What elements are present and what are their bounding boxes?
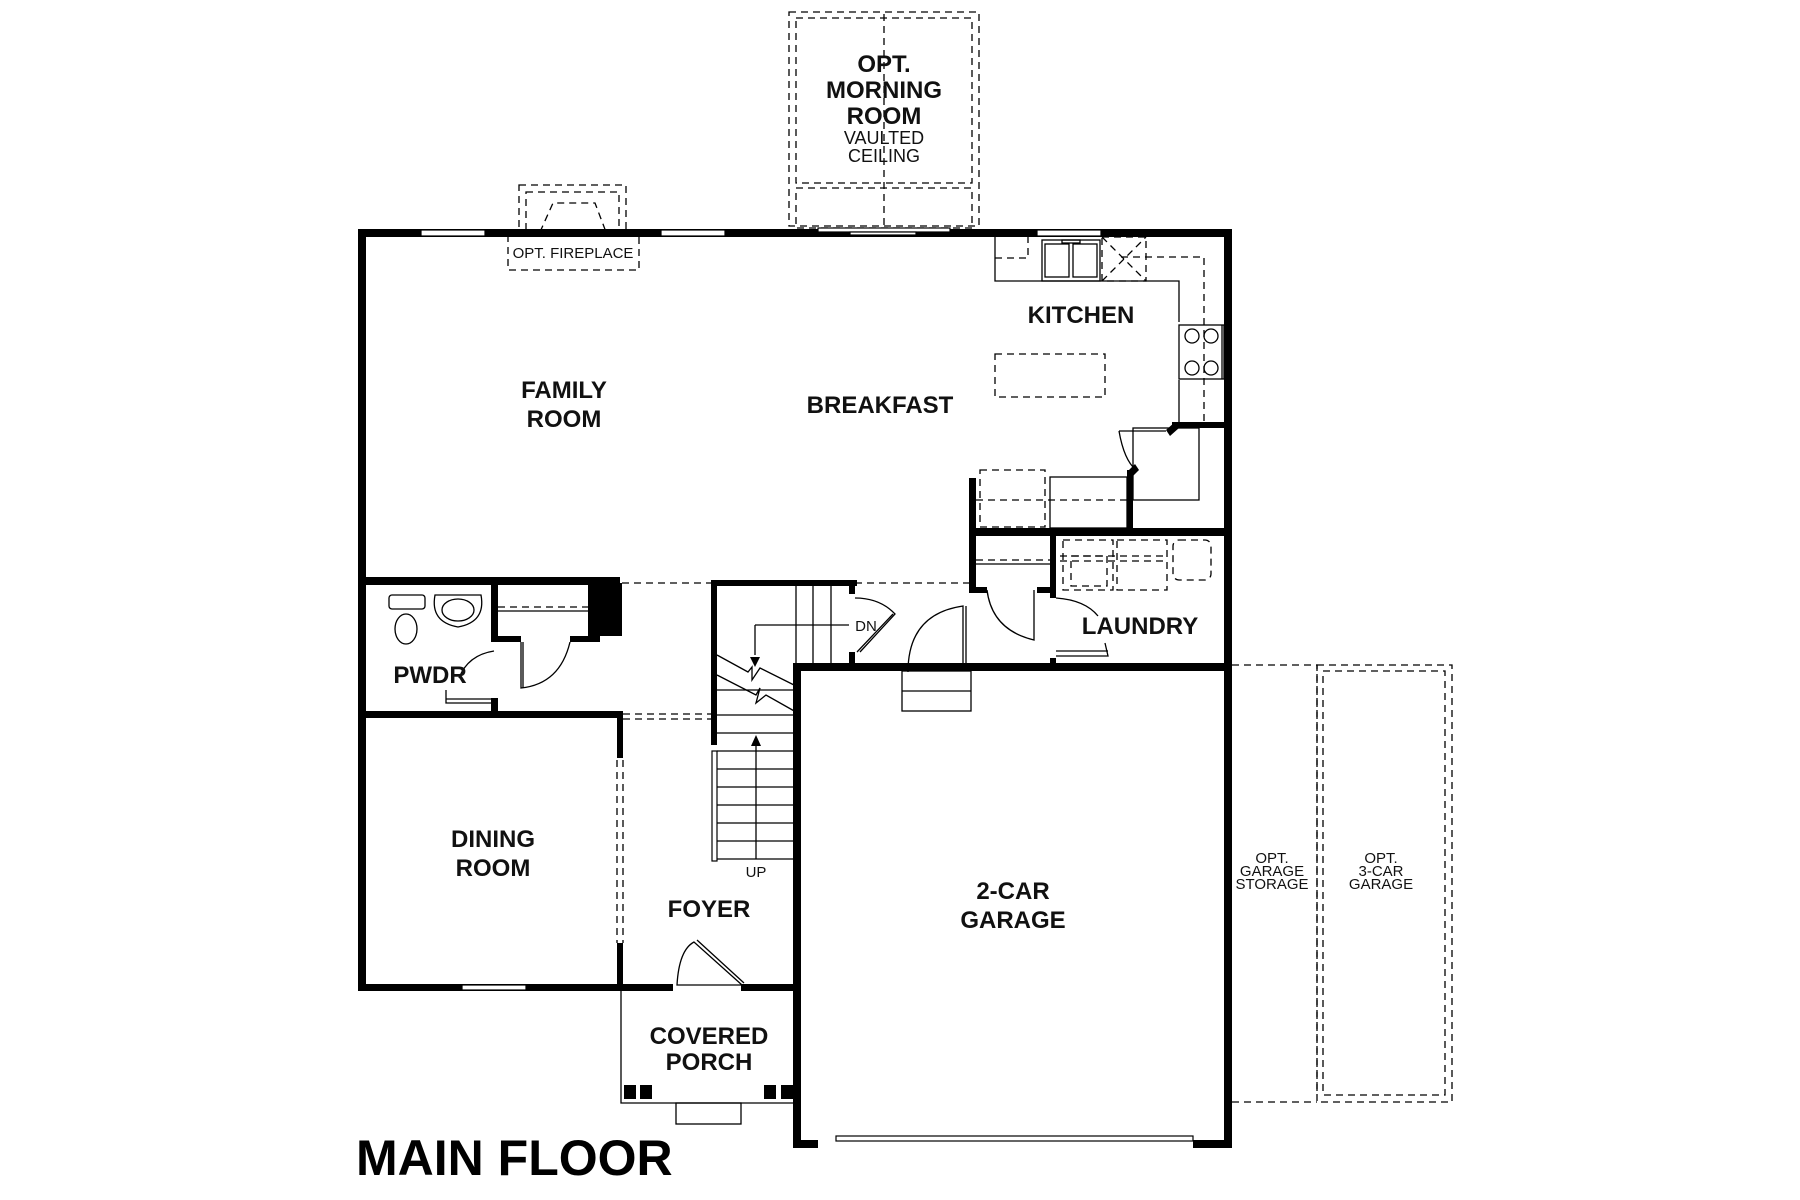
stairs-down-label: DN (855, 618, 877, 635)
openings (616, 582, 969, 943)
front-door[interactable] (676, 941, 744, 986)
family-room-label-1: FAMILY (521, 377, 607, 404)
laundry-label: LAUNDRY (1082, 613, 1198, 640)
garage-storage-label-2: GARAGE (1240, 863, 1304, 880)
garage-label-2: GARAGE (960, 907, 1065, 934)
covered-porch[interactable]: COVERED PORCH (620, 991, 796, 1125)
three-car-label-1: OPT. (1364, 850, 1397, 867)
garage-door[interactable] (835, 1135, 1194, 1142)
up-arrow-icon (751, 735, 761, 746)
morning-room-label-2: MORNING (826, 77, 942, 104)
breakfast-label: BREAKFAST (807, 392, 954, 419)
morning-room-label-1: OPT. (857, 51, 910, 78)
coat-closet[interactable] (498, 606, 588, 689)
plan-title: MAIN FLOOR (356, 1130, 673, 1186)
opt-morning-room[interactable]: OPT. MORNING ROOM VAULTED CEILING (788, 11, 980, 229)
powder-room[interactable]: PWDR (388, 594, 495, 704)
garage-storage-label-3: STORAGE (1235, 876, 1308, 893)
stairs-up-label: UP (746, 864, 767, 881)
family-room-label-2: ROOM (527, 406, 602, 433)
garage-storage-label-1: OPT. (1255, 850, 1288, 867)
mudroom-bench (976, 469, 1129, 641)
morning-room-note-2: CEILING (848, 146, 920, 166)
foyer[interactable]: FOYER (668, 896, 751, 986)
opt-fireplace[interactable]: OPT. FIREPLACE (507, 184, 640, 271)
morning-room-label-3: ROOM (847, 103, 922, 130)
opt-three-car-garage[interactable]: OPT. 3-CAR GARAGE (1316, 664, 1453, 1103)
three-car-label-3: GARAGE (1349, 876, 1413, 893)
opt-garage-storage[interactable]: OPT. GARAGE STORAGE (1232, 664, 1318, 1103)
walls (358, 229, 1232, 1148)
porch-label-1: COVERED (650, 1023, 769, 1050)
garage-label-1: 2-CAR (976, 878, 1049, 905)
morning-room-note-1: VAULTED (844, 128, 924, 148)
dining-room[interactable]: DINING ROOM (451, 826, 535, 882)
two-car-garage[interactable]: 2-CAR GARAGE (835, 878, 1194, 1142)
family-room[interactable]: FAMILY ROOM (521, 377, 607, 433)
laundry[interactable]: LAUNDRY (1055, 539, 1212, 657)
garage-entry-door[interactable] (901, 605, 972, 712)
porch-label-2: PORCH (666, 1049, 753, 1076)
breakfast-area[interactable]: BREAKFAST (807, 392, 954, 419)
windows (420, 227, 1102, 991)
foyer-label: FOYER (668, 896, 751, 923)
pwdr-label: PWDR (393, 662, 466, 689)
dining-room-label-2: ROOM (456, 855, 531, 882)
kitchen[interactable]: KITCHEN (994, 236, 1225, 501)
fireplace-label: OPT. FIREPLACE (513, 245, 634, 262)
dining-room-label-1: DINING (451, 826, 535, 853)
kitchen-label: KITCHEN (1028, 302, 1135, 329)
three-car-label-2: 3-CAR (1358, 863, 1403, 880)
stairs[interactable]: UP DN (711, 586, 896, 881)
down-arrow-icon (750, 657, 760, 667)
